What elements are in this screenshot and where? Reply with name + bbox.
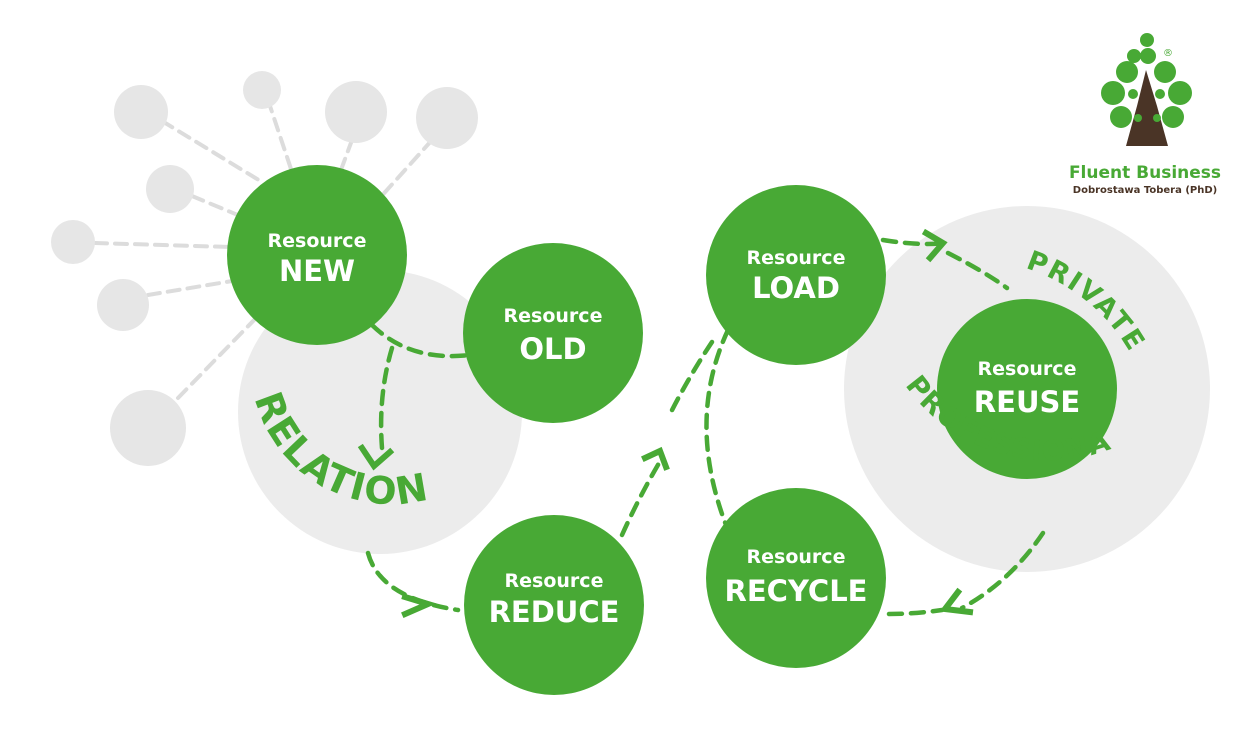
- network-dots: [51, 71, 478, 466]
- spoke-line: [176, 314, 260, 400]
- new-to-relation-connector: [378, 345, 395, 451]
- reduce-to-load-connector: [619, 455, 665, 538]
- network-dot: [51, 220, 95, 264]
- resource-old-title: OLD: [519, 332, 586, 366]
- leaf-dot: [1168, 81, 1192, 105]
- reuse-to-recycle-connector: [959, 530, 1046, 611]
- resource-old-label: Resource: [504, 305, 603, 327]
- tree-trunk-shape: [1126, 70, 1168, 146]
- resource-load-label: Resource: [747, 247, 846, 269]
- load-to-reduce-upper-connector: [665, 339, 715, 421]
- spoke-line: [190, 194, 247, 220]
- resource-reduce-label: Resource: [505, 570, 604, 592]
- leaf-dot: [1162, 106, 1184, 128]
- resource-load-title: LOAD: [752, 271, 840, 305]
- network-dot: [325, 81, 387, 143]
- resource-recycle-node: Resource RECYCLE: [706, 488, 886, 668]
- new-to-old-connector: [369, 322, 473, 359]
- reuse-to-private-connector: [945, 250, 1010, 291]
- resource-new-label: Resource: [268, 230, 367, 252]
- network-dot: [97, 279, 149, 331]
- resource-reuse-title: REUSE: [974, 385, 1080, 419]
- arrowhead-icon: [401, 593, 437, 618]
- resource-reuse-node: Resource REUSE: [937, 299, 1117, 479]
- arrowhead-icon: [357, 443, 395, 471]
- resource-reuse-label: Resource: [978, 358, 1077, 380]
- resource-old-circle: [463, 243, 643, 423]
- resource-load-node: Resource LOAD: [706, 185, 886, 365]
- resource-recycle-label: Resource: [747, 546, 846, 568]
- tree-icon: ®: [1101, 33, 1192, 146]
- recycle-from-reuse-connector: [886, 607, 945, 617]
- spoke-line: [146, 278, 240, 297]
- arrowhead-icon: [939, 587, 974, 616]
- leaf-dot: [1140, 33, 1154, 47]
- leaf-dot: [1116, 61, 1138, 83]
- logo-subtitle: Dobrostawa Tobera (PhD): [1073, 185, 1217, 196]
- network-dot: [110, 390, 186, 466]
- leaf-dot: [1101, 81, 1125, 105]
- resource-recycle-title: RECYCLE: [725, 574, 868, 608]
- spoke-line: [160, 119, 264, 184]
- resource-old-node: Resource OLD: [463, 243, 643, 423]
- leaf-dot: [1155, 89, 1165, 99]
- leaf-dot: [1128, 89, 1138, 99]
- spoke-line: [266, 98, 294, 174]
- relation-to-reduce-connector: [365, 550, 461, 613]
- fluent-business-logo: ® Fluent Business Dobrostawa Tobera (PhD…: [1069, 33, 1221, 196]
- network-dot: [243, 71, 281, 109]
- resource-new-node: Resource NEW: [227, 165, 407, 345]
- network-dot: [114, 85, 168, 139]
- flow-arrowheads: [357, 228, 974, 618]
- spoke-line: [93, 241, 232, 249]
- leaf-dot: [1110, 106, 1132, 128]
- leaf-dot: [1140, 48, 1156, 64]
- flow-connectors: [365, 237, 1046, 617]
- resource-reuse-circle: [937, 299, 1117, 479]
- resource-new-title: NEW: [279, 254, 355, 288]
- leaf-dot: [1134, 114, 1142, 122]
- load-to-recycle-connector: [704, 327, 731, 528]
- network-dot: [146, 165, 194, 213]
- spoke-line: [376, 138, 434, 202]
- arrowhead-icon: [641, 446, 670, 471]
- registered-mark: ®: [1163, 48, 1173, 59]
- leaf-dot: [1153, 114, 1161, 122]
- logo-title: Fluent Business: [1069, 163, 1221, 183]
- arrowhead-icon: [921, 228, 948, 263]
- tree-leaves: [1101, 33, 1192, 128]
- resource-reduce-node: Resource REDUCE: [464, 515, 644, 695]
- resource-new-circle: [227, 165, 407, 345]
- leaf-dot: [1154, 61, 1176, 83]
- network-dot: [416, 87, 478, 149]
- resource-load-circle: [706, 185, 886, 365]
- leaf-dot: [1127, 49, 1141, 63]
- resource-recycle-circle: [706, 488, 886, 668]
- resource-reduce-circle: [464, 515, 644, 695]
- resource-reduce-title: REDUCE: [489, 595, 620, 629]
